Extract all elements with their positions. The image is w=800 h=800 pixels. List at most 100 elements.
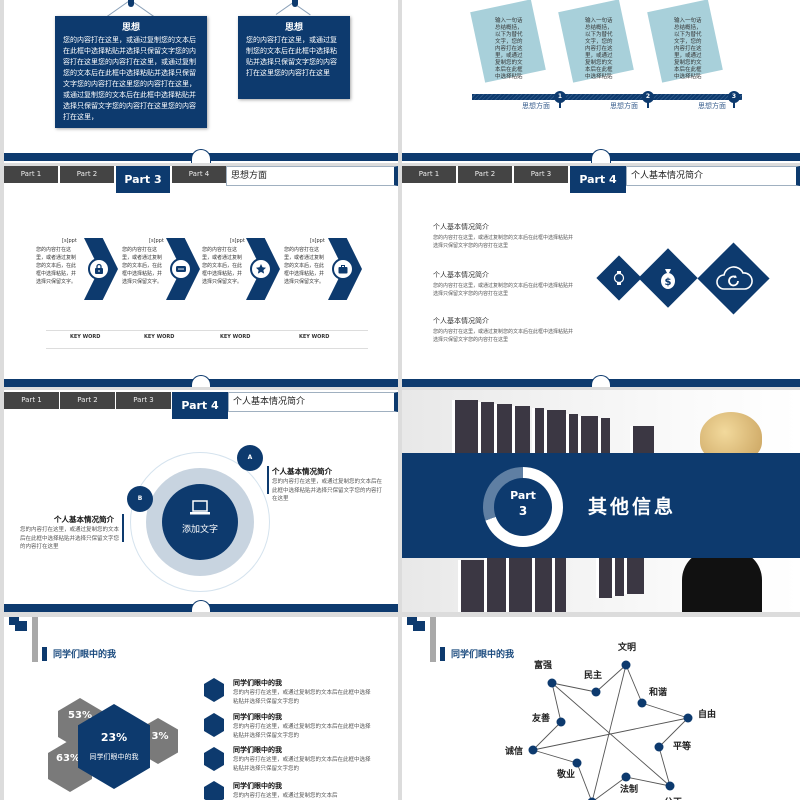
tab-part-3[interactable]: Part 3 bbox=[116, 392, 171, 409]
tab-part-2[interactable]: Part 2 bbox=[458, 166, 512, 183]
part-tabs: Part 1 Part 2 Part 3 Part 4 个人基本情况简介 bbox=[402, 166, 800, 193]
binder bbox=[512, 406, 530, 455]
slide-thoughts-cards[interactable]: 思想 您的内容打在这里，或通过复制您的文本后在此框中选择粘贴并选择只保留文字您的… bbox=[4, 0, 398, 163]
item-text: 您的内容打在这里，或者通过复制您的文本后，在此框中选择粘贴，并选择只保留文字。 bbox=[122, 247, 163, 285]
accent-bar bbox=[122, 514, 124, 542]
slide-part3-chevrons[interactable]: Part 1 Part 2 Part 3 Part 4 思想方面 [s]ppt … bbox=[4, 166, 398, 387]
page-number-badge bbox=[191, 375, 211, 387]
list-item-body: 您的内容打在这里，或通过复制您的文本后在此框中选择粘贴并选择只保留文字您的 bbox=[233, 757, 371, 772]
tab-part-2[interactable]: Part 2 bbox=[60, 392, 115, 409]
tab-part-1[interactable]: Part 1 bbox=[4, 392, 59, 409]
card-title: 思想 bbox=[121, 23, 140, 33]
pin-icon bbox=[128, 0, 134, 7]
list-item-title: 同学们眼中的我 bbox=[233, 746, 282, 754]
section-heading: 个人基本情况简介 bbox=[433, 223, 489, 231]
binder bbox=[452, 400, 478, 455]
corner-mark bbox=[413, 621, 425, 631]
part-number: 3 bbox=[518, 504, 528, 518]
tab-part-1[interactable]: Part 1 bbox=[402, 166, 456, 183]
node-label: 和谐 bbox=[649, 688, 668, 698]
slide-part3-cover[interactable]: Part 3 其他信息 bbox=[402, 390, 800, 612]
divider bbox=[46, 348, 368, 349]
section-heading: 个人基本情况简介 bbox=[433, 271, 489, 279]
keyword-label: KEY WORD bbox=[299, 334, 330, 340]
list-item-body: 您的内容打在这里，或通过复制您的文本后 bbox=[233, 793, 338, 799]
section-body: 您的内容打在这里，或通过复制您的文本后在此框中选择粘贴并选择只保留文字您的内容打… bbox=[433, 235, 574, 249]
hex-value: 63% bbox=[56, 753, 80, 764]
slide-part4-circle[interactable]: Part 1 Part 2 Part 3 Part 4 个人基本情况简介 添加文… bbox=[4, 390, 398, 612]
hex-value: 3% bbox=[151, 731, 169, 742]
briefcase-icon bbox=[332, 258, 354, 280]
node-label: 民主 bbox=[584, 671, 603, 681]
page-number-badge bbox=[591, 375, 611, 387]
tab-part-1[interactable]: Part 1 bbox=[4, 166, 58, 183]
step-stem bbox=[733, 102, 735, 108]
ring-center: Part 3 bbox=[494, 478, 552, 536]
binder bbox=[552, 558, 566, 612]
binder bbox=[494, 404, 512, 455]
list-hex-icon bbox=[204, 713, 224, 737]
section-body: 您的内容打在这里，或通过复制您的文本后在此框中选择粘贴并选择只保留文字您的内容打… bbox=[433, 329, 574, 343]
bubble-a: A bbox=[237, 445, 263, 471]
binder bbox=[612, 558, 624, 596]
page-number-badge bbox=[191, 149, 211, 163]
node-label: 法制 bbox=[620, 785, 639, 795]
item-tag: [s]ppt bbox=[310, 238, 325, 244]
item-tag: [s]ppt bbox=[149, 238, 164, 244]
tab-part-4-active[interactable]: Part 4 bbox=[172, 392, 228, 419]
list-item-body: 您的内容打在这里，或通过复制您的文本后在此框中选择粘贴并选择只保留文字您的 bbox=[233, 724, 371, 739]
item-tag: [s]ppt bbox=[62, 238, 77, 244]
title-band bbox=[402, 453, 800, 558]
timeline-bar bbox=[472, 94, 742, 100]
pin-icon bbox=[292, 0, 298, 7]
note-text: 输入一句话总结概括，以下为替代文字，您的内容打在这里，或通过复制您的文本后在此框… bbox=[674, 18, 702, 80]
heading-marker bbox=[42, 647, 47, 661]
tab-part-4[interactable]: Part 4 bbox=[172, 166, 226, 183]
slide-part4-diamonds[interactable]: Part 1 Part 2 Part 3 Part 4 个人基本情况简介 个人基… bbox=[402, 166, 800, 387]
tab-part-3-active[interactable]: Part 3 bbox=[116, 166, 170, 193]
thought-card-1: 思想 您的内容打在这里，或通过复制您的文本后在此框中选择粘贴并选择只保留文字您的… bbox=[55, 16, 207, 128]
step-label: 思想方面 bbox=[522, 102, 550, 110]
tab-part-2[interactable]: Part 2 bbox=[60, 166, 114, 183]
list-item-title: 同学们眼中的我 bbox=[233, 713, 282, 721]
note-text: 输入一句话总结概括，以下为替代文字，您的内容打在这里，或通过复制您的文本后在此框… bbox=[495, 18, 523, 80]
tab-part-3[interactable]: Part 3 bbox=[514, 166, 568, 183]
tab-part-4-active[interactable]: Part 4 bbox=[570, 166, 626, 193]
watch-icon bbox=[613, 271, 625, 285]
person-body bbox=[682, 550, 762, 612]
hex-value: 53% bbox=[68, 710, 92, 721]
grey-accent-bar bbox=[32, 617, 38, 662]
bubble-b: B bbox=[127, 486, 153, 512]
card-body: 您的内容打在这里，或通过复制您的文本后在此框中选择粘贴并选择只保留文字您的内容打… bbox=[246, 36, 337, 77]
step-marker-1: 1 bbox=[554, 91, 566, 103]
slide-timeline-notes[interactable]: 输入一句话总结概括，以下为替代文字，您的内容打在这里，或通过复制您的文本后在此框… bbox=[402, 0, 800, 163]
step-label: 思想方面 bbox=[698, 102, 726, 110]
node-label: 诚信 bbox=[505, 747, 524, 757]
keyword-label: KEY WORD bbox=[70, 334, 101, 340]
heading-marker bbox=[440, 647, 445, 661]
network-diagram bbox=[528, 660, 693, 800]
binder bbox=[484, 558, 506, 612]
thought-card-2: 思想 您的内容打在这里，或通过复制您的文本后在此框中选择粘贴并选择只保留文字您的… bbox=[238, 16, 350, 99]
binder bbox=[532, 558, 552, 612]
section-title: 个人基本情况简介 bbox=[626, 166, 800, 186]
binder bbox=[624, 558, 644, 594]
step-label: 思想方面 bbox=[610, 102, 638, 110]
item-tag: [s]ppt bbox=[230, 238, 245, 244]
node-label: 平等 bbox=[673, 742, 692, 752]
binder bbox=[532, 408, 544, 455]
binder bbox=[596, 558, 612, 598]
item-text: 您的内容打在这里，或者通过复制您的文本后，在此框中选择粘贴，并选择只保留文字。 bbox=[36, 247, 77, 285]
center-label: 添加文字 bbox=[181, 525, 218, 535]
slide-values-network[interactable]: 同学们眼中的我 bbox=[402, 617, 800, 800]
money-bag-icon: $ bbox=[661, 269, 675, 289]
note-text: 输入一句话总结概括，以下为替代文字，您的内容打在这里，或通过复制您的文本后在此框… bbox=[585, 18, 613, 80]
step-marker-2: 2 bbox=[642, 91, 654, 103]
info-title-a: 个人基本情况简介 bbox=[272, 467, 332, 476]
binder bbox=[566, 414, 578, 455]
step-stem bbox=[647, 102, 649, 108]
binder bbox=[598, 418, 610, 455]
card-title: 思想 bbox=[284, 23, 303, 33]
slide-classmates-hexagons[interactable]: 同学们眼中的我 53% 63% 3% 23% 同学们眼中的我 同学们眼中的我 您… bbox=[4, 617, 398, 800]
cloud-refresh-icon bbox=[716, 266, 753, 290]
